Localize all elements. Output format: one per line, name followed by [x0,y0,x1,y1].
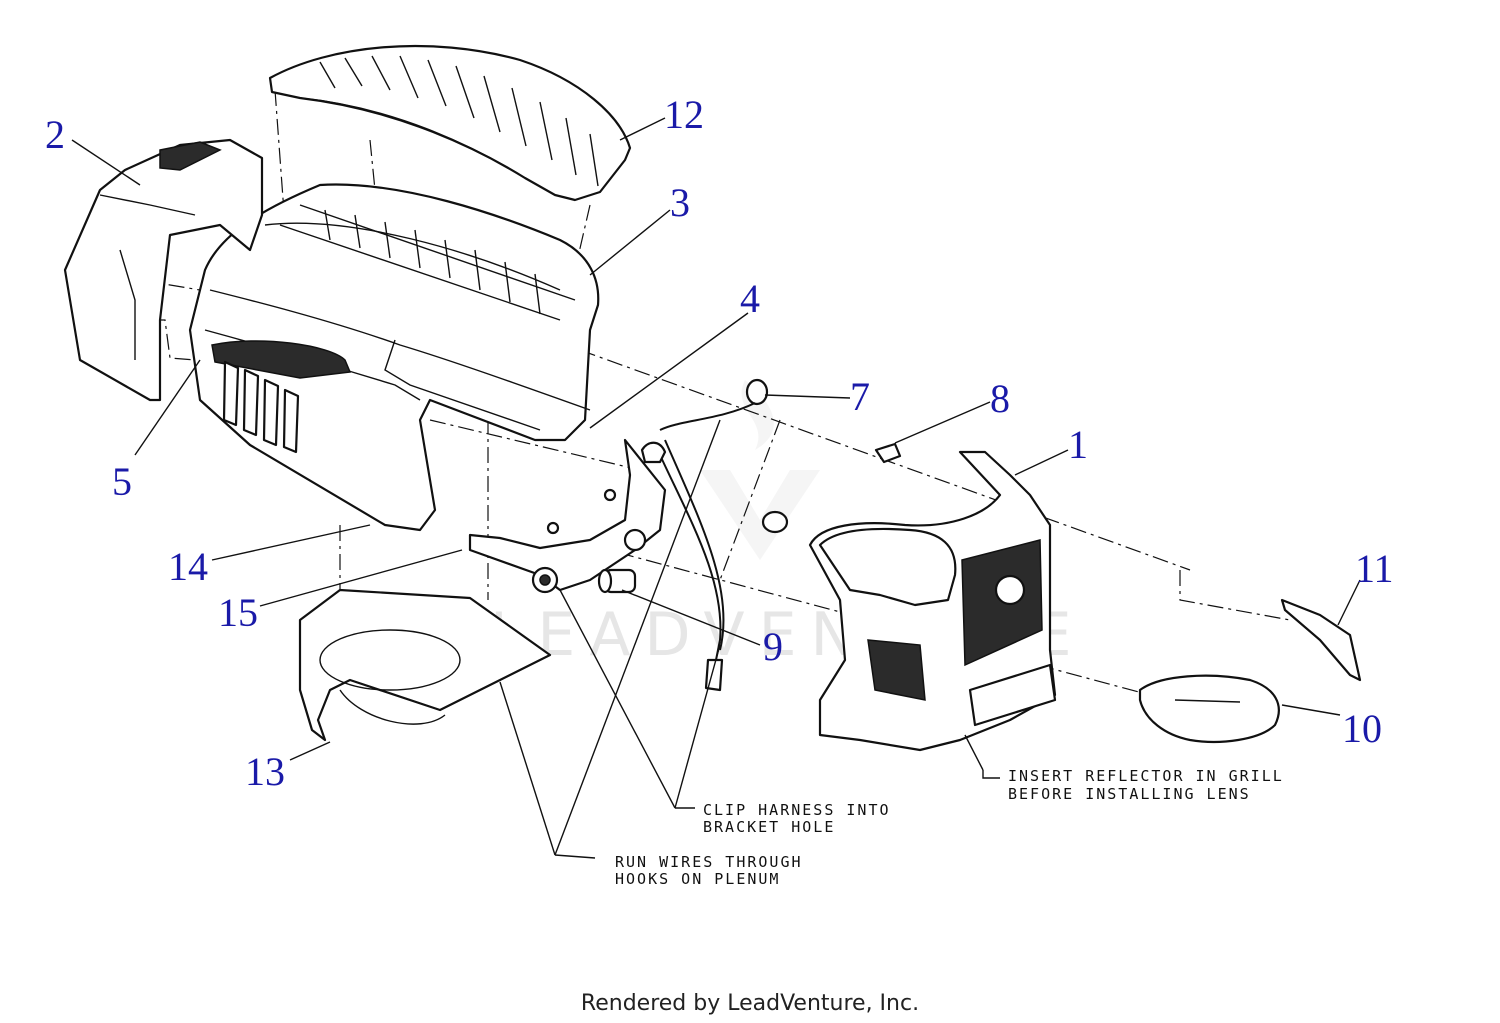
callout-11: 11 [1355,546,1394,591]
callout-4: 4 [740,276,760,321]
part-10-headlight [1138,674,1280,743]
note-clip-line2: BRACKET HOLE [703,818,835,836]
part-7-wire-harness [640,378,769,692]
callout-15: 15 [218,590,258,635]
note-run-line1: RUN WIRES THROUGH [615,853,803,871]
note-clip-line1: CLIP HARNESS INTO [703,801,891,819]
watermark-logo [700,380,820,560]
callout-12: 12 [664,92,704,137]
callout-5: 5 [112,459,132,504]
part-4-bracket [468,438,667,594]
part-12-top-grille [268,44,632,202]
leader-lines [71,117,1361,859]
assembly-notes: INSERT REFLECTOR IN GRILL BEFORE INSTALL… [615,767,1284,888]
callout-numbers: 2 12 3 4 5 7 8 1 11 10 9 14 15 13 [45,92,1394,794]
callout-10: 10 [1342,706,1382,751]
callout-1: 1 [1068,422,1088,467]
part-11-lens [1280,598,1362,682]
callout-7: 7 [850,374,870,419]
part-3-hood [188,183,600,532]
callout-9: 9 [763,624,783,669]
note-run-line2: HOOKS ON PLENUM [615,870,780,888]
part-2-side-panel [63,138,264,402]
part-1-grill [808,450,1057,752]
callout-3: 3 [670,180,690,225]
part-9-grommet [597,568,637,594]
callout-13: 13 [245,749,285,794]
fasteners [546,442,902,535]
note-reflector-line2: BEFORE INSTALLING LENS [1008,785,1251,803]
callout-14: 14 [168,544,208,589]
callout-8: 8 [990,376,1010,421]
callout-2: 2 [45,112,65,157]
note-reflector-line1: INSERT REFLECTOR IN GRILL [1008,767,1284,785]
footer-credit: Rendered by LeadVenture, Inc. [581,991,919,1016]
part-15-plenum [298,588,552,742]
